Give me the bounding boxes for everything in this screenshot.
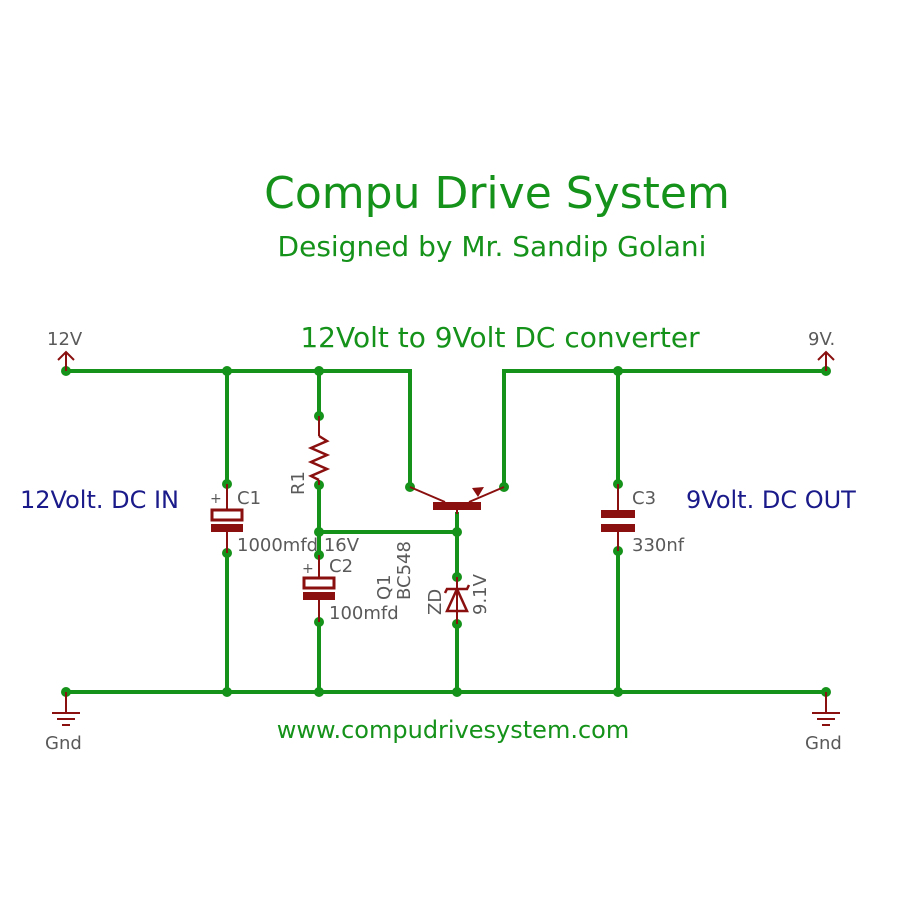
supply-12v-symbol: 12V bbox=[47, 329, 83, 371]
c2-ref: C2 bbox=[329, 556, 353, 577]
zener-diode-zd: ZD 9.1V bbox=[425, 573, 491, 624]
zd-ref: ZD bbox=[425, 589, 446, 615]
transistor-q1: Q1 BC548 bbox=[374, 486, 505, 600]
capacitor-c3: C3 330nf bbox=[601, 484, 685, 556]
supply-9v-label: 9V. bbox=[808, 329, 835, 350]
c3-ref: C3 bbox=[632, 488, 656, 509]
c1-ref: C1 bbox=[237, 488, 261, 509]
wires bbox=[64, 369, 828, 694]
subtitle: Designed by Mr. Sandip Golani bbox=[278, 230, 707, 263]
r1-ref: R1 bbox=[288, 471, 309, 495]
resistor-r1: R1 bbox=[288, 416, 331, 495]
c1-value: 1000mfd 16V bbox=[237, 535, 360, 556]
zd-value: 9.1V bbox=[470, 573, 491, 615]
capacitor-c1: + C1 1000mfd 16V bbox=[210, 484, 360, 556]
q1-value: BC548 bbox=[394, 541, 415, 600]
input-label: 12Volt. DC IN bbox=[20, 486, 179, 514]
heading: 12Volt to 9Volt DC converter bbox=[300, 321, 700, 354]
supply-9v-symbol: 9V. bbox=[808, 329, 835, 371]
ground-right-label: Gnd bbox=[805, 733, 842, 754]
c3-value: 330nf bbox=[632, 535, 685, 556]
q1-ref: Q1 bbox=[374, 574, 395, 600]
supply-12v-label: 12V bbox=[47, 329, 83, 350]
c2-polarity: + bbox=[302, 561, 314, 577]
c1-polarity: + bbox=[210, 491, 222, 507]
capacitor-c2: + C2 100mfd bbox=[302, 555, 399, 624]
website-label: www.compudrivesystem.com bbox=[277, 716, 629, 744]
ground-left-label: Gnd bbox=[45, 733, 82, 754]
ground-right-symbol: Gnd bbox=[805, 692, 842, 754]
output-label: 9Volt. DC OUT bbox=[686, 486, 856, 514]
title: Compu Drive System bbox=[264, 168, 730, 219]
ground-left-symbol: Gnd bbox=[45, 692, 82, 754]
c2-value: 100mfd bbox=[329, 603, 399, 624]
